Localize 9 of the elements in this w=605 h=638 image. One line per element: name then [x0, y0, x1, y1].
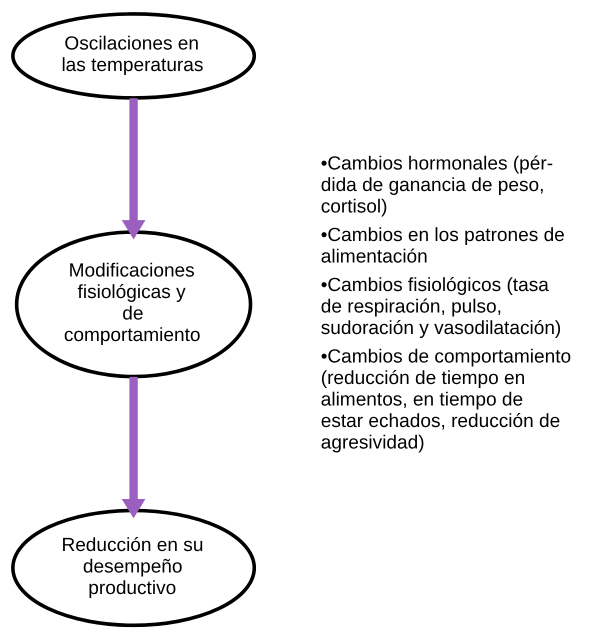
label: •Cambios en los patrones de alimentación — [320, 224, 565, 267]
label: •Cambios hormonales (pér-dida de ganancia de peso, cortisol) — [320, 152, 554, 217]
label: •Cambios de comportamiento (reducción de tiempo en alimentos, en tiempo de estar echados, reducción de agresividad) — [320, 346, 572, 453]
node-ellipse: Oscilaciones en las temperaturas — [11, 12, 256, 100]
node-ellipse: Reducción en su desempeño productivo — [11, 508, 256, 627]
label: •Cambios fisiológicos (tasa de respiración, pulso, sudoración y vasodilatación) — [320, 274, 562, 338]
node-ellipse: Modificaciones fisiológicas y de comportamiento — [14, 230, 252, 378]
arrow — [122, 98, 146, 239]
arrow — [122, 376, 146, 518]
